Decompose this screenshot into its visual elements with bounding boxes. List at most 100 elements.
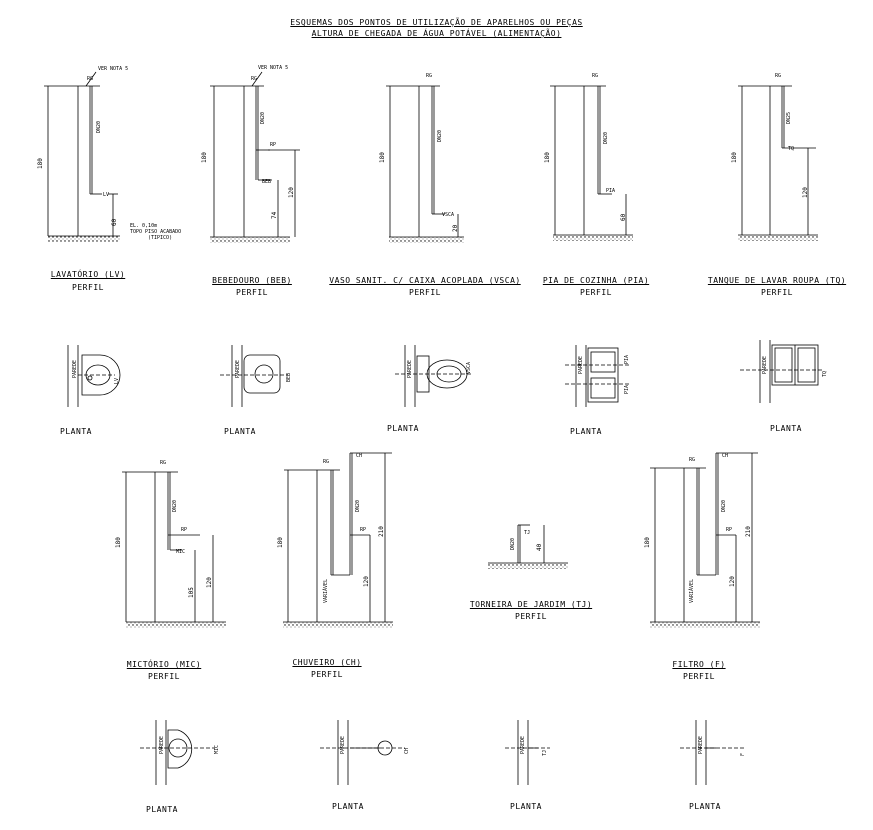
svg-text:120: 120 (802, 187, 809, 198)
mic-plan: PAREDE MIC (140, 720, 220, 785)
tq-plan: PAREDE TQ (740, 340, 828, 403)
svg-text:CH: CH (356, 453, 362, 459)
lv-total-dim: 180 (37, 158, 44, 169)
beb-plan: PAREDE BEB (220, 345, 292, 407)
svg-text:LV: LV (114, 378, 120, 384)
svg-text:TJ: TJ (542, 750, 548, 756)
svg-text:RG: RG (689, 457, 695, 463)
svg-text:PIA: PIA (606, 188, 615, 194)
svg-text:RG: RG (426, 73, 432, 79)
lv-plan: PAREDE LV (67, 345, 121, 407)
svg-text:20: 20 (452, 224, 459, 232)
caption-tj-planta: PLANTA (510, 802, 542, 811)
svg-text:VARIÁVEL: VARIÁVEL (688, 579, 695, 603)
svg-text:180: 180 (544, 152, 551, 163)
lv-tipico: (TIPICO) (148, 235, 172, 241)
svg-text:BEB: BEB (286, 373, 292, 382)
svg-text:RG: RG (251, 76, 257, 82)
tq-profile: 180 DN25 120 TQ RG (731, 73, 818, 241)
svg-text:RG: RG (775, 73, 781, 79)
svg-text:180: 180 (277, 537, 284, 548)
svg-text:DN20: DN20 (260, 112, 266, 124)
caption-tq-planta: PLANTA (770, 424, 802, 433)
svg-text:RP: RP (360, 527, 366, 533)
svg-text:TQ: TQ (822, 371, 828, 377)
caption-beb-perfil: PERFIL (236, 288, 268, 297)
mic-profile: 180 DN20 105 120 MIC RP RG (115, 460, 226, 628)
caption-beb: BEBEDOURO (BEB) (212, 276, 292, 285)
svg-text:180: 180 (644, 537, 651, 548)
svg-text:DN20: DN20 (172, 500, 178, 512)
caption-pia: PIA DE COZINHA (PIA) (542, 276, 650, 285)
lv-height-dim: 60 (111, 218, 118, 226)
caption-mic-planta: PLANTA (146, 805, 178, 814)
pia-plan: PAREDE PIA PIA (565, 345, 630, 407)
caption-f: FILTRO (F) (672, 660, 726, 669)
caption-ch-planta: PLANTA (332, 802, 364, 811)
svg-text:120: 120 (363, 576, 370, 587)
title-line-1: ESQUEMAS DOS PONTOS DE UTILIZAÇÃO DE APA… (290, 18, 583, 27)
svg-text:60: 60 (620, 213, 627, 221)
caption-tq-perfil: PERFIL (761, 288, 793, 297)
svg-text:DN25: DN25 (786, 112, 792, 124)
svg-text:180: 180 (379, 152, 386, 163)
tj-profile: DN20 40 TJ (488, 524, 568, 569)
svg-text:RG: RG (592, 73, 598, 79)
svg-text:PAREDE: PAREDE (698, 736, 704, 754)
svg-text:DN20: DN20 (603, 132, 609, 144)
lv-profile: 180 DN20 60 LV RG VER NOTA 5 EL. 0,10m T… (37, 66, 181, 242)
svg-text:PAREDE: PAREDE (578, 356, 584, 374)
svg-text:120: 120 (206, 577, 213, 588)
svg-text:VARIÁVEL: VARIÁVEL (322, 579, 329, 603)
caption-f-planta: PLANTA (689, 802, 721, 811)
vsca-profile: 180 DN20 20 VSCA RG (379, 73, 464, 243)
f-profile: 180 DN20 VARIÁVEL 120 210 CH RP RG (644, 452, 760, 628)
svg-text:PAREDE: PAREDE (520, 736, 526, 754)
caption-ch-perfil: PERFIL (311, 670, 343, 679)
svg-text:DN20: DN20 (437, 130, 443, 142)
svg-text:RP: RP (181, 527, 187, 533)
title-line-2: ALTURA DE CHEGADA DE ÁGUA POTÁVEL (ALIME… (311, 29, 562, 38)
caption-vsca: VASO SANIT. C/ CAIXA ACOPLADA (VSCA) (329, 276, 521, 285)
svg-text:PAREDE: PAREDE (159, 736, 165, 754)
svg-text:RG: RG (323, 459, 329, 465)
svg-text:MIC: MIC (214, 745, 220, 754)
svg-text:RP: RP (270, 142, 276, 148)
svg-text:TQ: TQ (788, 146, 794, 152)
caption-tq: TANQUE DE LAVAR ROUPA (TQ) (707, 276, 847, 285)
lv-ver-nota: VER NOTA 5 (98, 66, 128, 72)
caption-mic: MICTÓRIO (MIC) (126, 660, 202, 669)
caption-lv-perfil: PERFIL (72, 283, 104, 292)
drawing-title: ESQUEMAS DOS PONTOS DE UTILIZAÇÃO DE APA… (0, 17, 873, 39)
svg-text:DN20: DN20 (510, 538, 516, 550)
svg-text:MIC: MIC (176, 549, 185, 555)
svg-text:120: 120 (288, 187, 295, 198)
lv-el: EL. 0,10m (130, 223, 157, 229)
lv-dn: DN20 (96, 121, 102, 133)
svg-text:VSCA: VSCA (442, 212, 454, 218)
caption-mic-perfil: PERFIL (148, 672, 180, 681)
svg-text:TJ: TJ (524, 530, 530, 536)
svg-text:BEB: BEB (262, 179, 271, 185)
svg-text:PAREDE: PAREDE (340, 736, 346, 754)
caption-lv: LAVATÓRIO (LV) (50, 270, 126, 279)
svg-text:105: 105 (188, 587, 195, 598)
tj-plan: PAREDE TJ (505, 720, 550, 785)
caption-tj: TORNEIRA DE JARDIM (TJ) (469, 600, 593, 609)
svg-text:180: 180 (201, 152, 208, 163)
caption-tj-perfil: PERFIL (515, 612, 547, 621)
svg-text:PAREDE: PAREDE (762, 356, 768, 374)
svg-text:VSCA: VSCA (466, 362, 472, 374)
caption-beb-planta: PLANTA (224, 427, 256, 436)
ch-profile: 180 DN20 VARIÁVEL 120 210 CH RP RG (277, 452, 393, 628)
vsca-plan: PAREDE VSCA (395, 345, 472, 407)
svg-text:RG: RG (160, 460, 166, 466)
svg-text:RP: RP (726, 527, 732, 533)
svg-text:PAREDE: PAREDE (235, 360, 241, 378)
floor-hatch (48, 236, 120, 242)
svg-text:CH: CH (404, 748, 410, 754)
svg-text:PAREDE: PAREDE (407, 360, 413, 378)
caption-f-perfil: PERFIL (683, 672, 715, 681)
svg-text:180: 180 (115, 537, 122, 548)
